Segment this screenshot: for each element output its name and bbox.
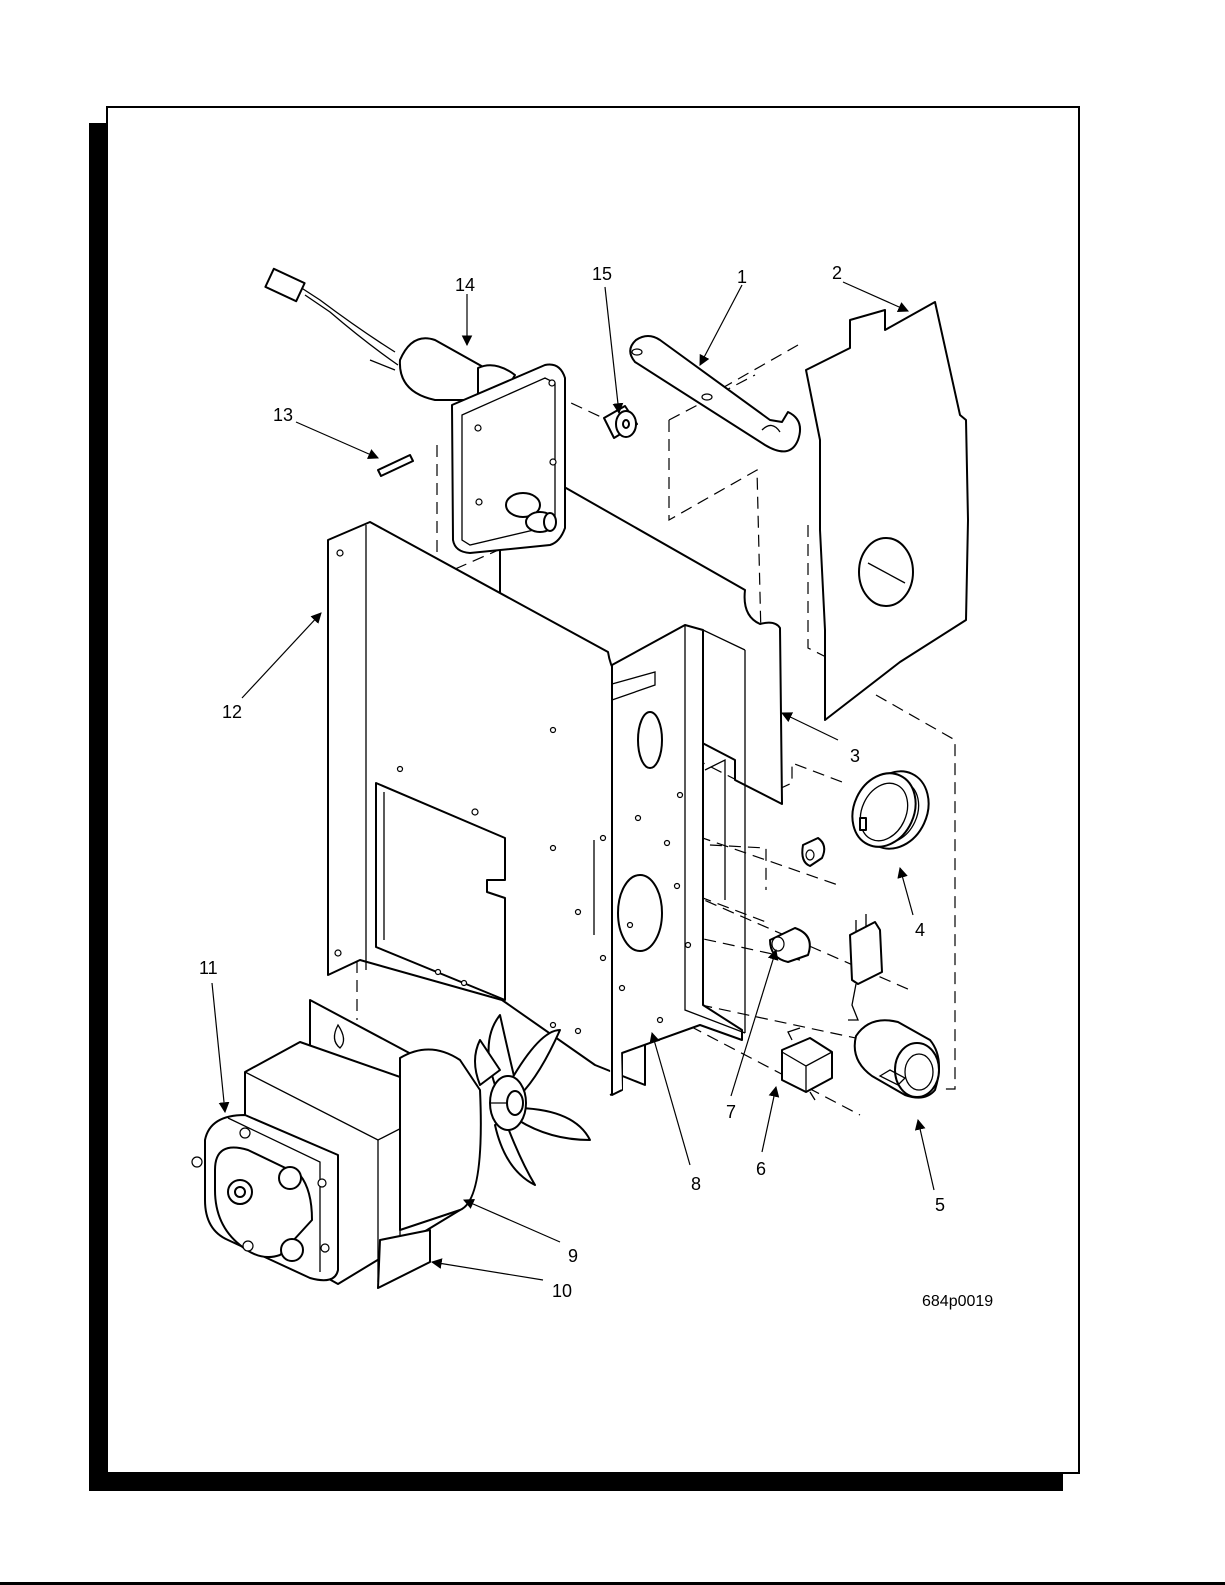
part-7-cable-clip [770, 928, 810, 962]
callout-9: 9 [568, 1246, 578, 1266]
callout-15: 15 [592, 264, 612, 284]
callout-8: 8 [691, 1174, 701, 1194]
callout-5: 5 [935, 1195, 945, 1215]
microswitch-upper [848, 914, 882, 1020]
callout-11: 11 [199, 958, 218, 978]
callout-12: 12 [222, 702, 242, 722]
callout-14: 14 [455, 275, 475, 295]
part-5-bushing [855, 1020, 939, 1097]
part-13-pin [378, 455, 413, 476]
part-4-grommet [841, 760, 941, 860]
part-14-gear-motor [265, 269, 565, 553]
callout-3: 3 [850, 746, 860, 766]
part-15-spacer [604, 406, 637, 438]
callout-7: 7 [726, 1102, 736, 1122]
part-6-switch [782, 1028, 832, 1100]
figure-id: 684p0019 [922, 1293, 993, 1310]
callout-1: 1 [737, 267, 747, 287]
callout-13: 13 [273, 405, 293, 425]
callout-4: 4 [915, 920, 925, 940]
part-2-cover-plate [806, 302, 968, 720]
part-1-strap [630, 336, 800, 451]
cable-clip-upper [802, 838, 824, 866]
callout-6: 6 [756, 1159, 766, 1179]
callout-2: 2 [832, 263, 842, 283]
callout-10: 10 [552, 1281, 572, 1301]
